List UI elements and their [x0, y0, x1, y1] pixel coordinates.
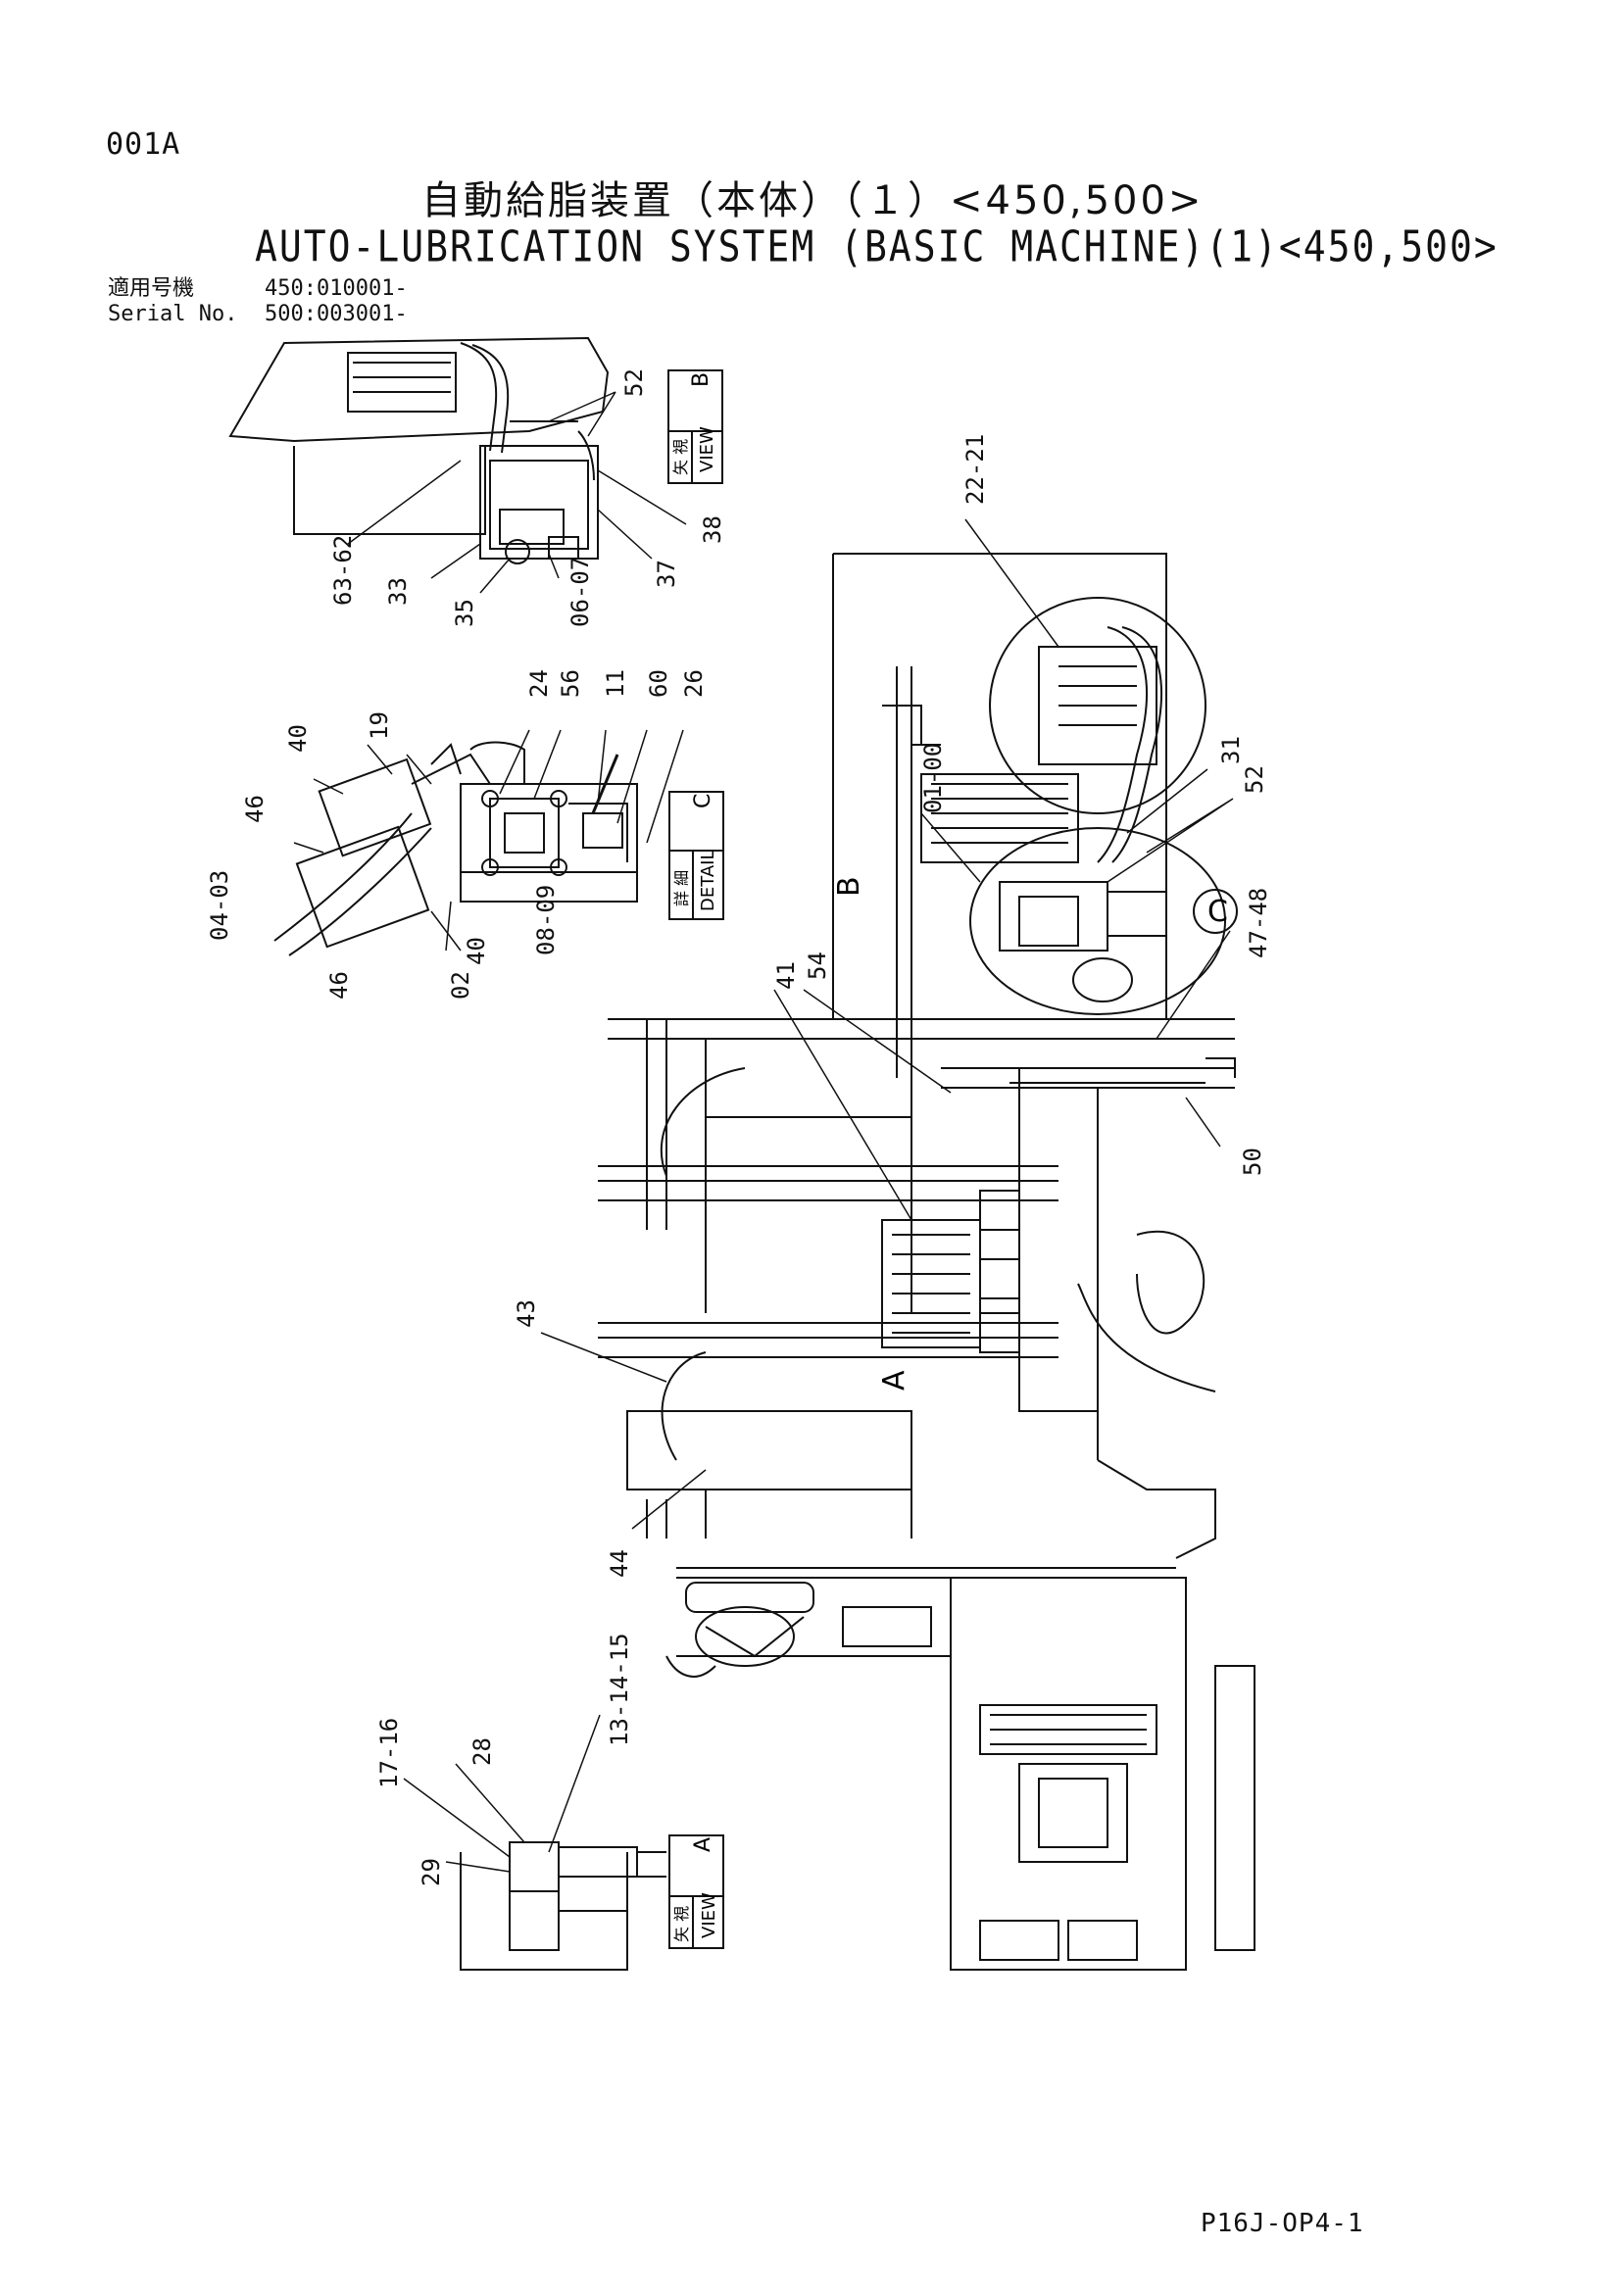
page-id: 001A	[106, 127, 181, 162]
serial-value-500: 500:003001-	[265, 302, 408, 326]
callout-22-21: 22-21	[961, 434, 989, 505]
callout-46-lower: 46	[325, 971, 353, 1000]
callout-41: 41	[772, 961, 800, 990]
callout-08-09: 08-09	[532, 885, 560, 955]
callout-40-lower: 40	[463, 937, 490, 965]
callout-02: 02	[447, 971, 474, 1000]
view-a-letter: A	[691, 1837, 715, 1852]
callout-19: 19	[366, 711, 393, 740]
drawing-number: P16J-OP4-1	[1201, 2209, 1364, 2238]
callout-54: 54	[804, 952, 831, 980]
main-machine-drawing	[598, 553, 1255, 1971]
detail-c-jp: 詳 細	[672, 870, 691, 906]
serial-label-en: Serial No.	[108, 302, 238, 326]
callout-35: 35	[451, 599, 478, 627]
callout-01-00: 01-00	[919, 743, 947, 813]
callout-11: 11	[602, 669, 629, 698]
callout-28: 28	[468, 1737, 496, 1766]
callout-50: 50	[1239, 1148, 1266, 1176]
view-a-drawing	[460, 1841, 666, 1971]
callout-40-upper: 40	[284, 724, 312, 753]
serial-label-jp: 適用号機	[108, 276, 195, 301]
callout-47-48: 47-48	[1245, 888, 1272, 958]
callout-52-right: 52	[1241, 765, 1268, 794]
view-markers: B A C	[832, 876, 1228, 1391]
callout-44: 44	[606, 1549, 633, 1578]
view-a-en: VIEW	[699, 1892, 719, 1938]
callout-37: 37	[653, 560, 680, 588]
callout-60: 60	[645, 669, 672, 698]
callout-46-upper: 46	[241, 795, 269, 823]
callout-31: 31	[1217, 736, 1245, 764]
callout-26: 26	[680, 669, 708, 698]
callout-17-16: 17-16	[375, 1718, 403, 1788]
view-b-letter: B	[689, 372, 714, 387]
serial-block: 適用号機 450:010001- Serial No. 500:003001-	[108, 276, 408, 327]
title-english: AUTO-LUBRICATION SYSTEM (BASIC MACHINE)(…	[255, 221, 1499, 271]
detail-c-letter: C	[691, 794, 715, 808]
detail-c-drawing	[273, 741, 638, 956]
callout-24: 24	[525, 669, 553, 698]
callout-63-62: 63-62	[329, 535, 357, 606]
callout-52-top: 52	[620, 368, 648, 397]
view-a-label-box	[668, 1834, 724, 1949]
callout-29: 29	[418, 1858, 445, 1886]
leader-lines	[293, 391, 1234, 1873]
marker-b: B	[832, 876, 866, 897]
view-b-drawing	[228, 336, 610, 564]
callout-06-07: 06-07	[566, 557, 594, 627]
view-b-label-box	[667, 369, 723, 484]
callout-43: 43	[513, 1299, 540, 1328]
serial-value-450: 450:010001-	[265, 276, 408, 301]
callout-04-03: 04-03	[206, 870, 233, 941]
callout-13-14-15: 13-14-15	[606, 1633, 633, 1746]
marker-c: C	[1207, 895, 1228, 929]
callout-33: 33	[384, 577, 412, 606]
view-b-jp: 矢 視	[671, 439, 690, 475]
detail-c-label-box	[668, 791, 724, 920]
detail-c-en: DETAIL	[698, 851, 718, 911]
view-a-jp: 矢 視	[672, 1906, 691, 1942]
callout-38: 38	[699, 515, 726, 544]
callout-56: 56	[557, 669, 584, 698]
marker-a: A	[877, 1370, 911, 1391]
view-b-en: VIEW	[697, 426, 717, 472]
title-japanese: 自動給脂装置（本体）（１）<450,500>	[421, 178, 1205, 223]
